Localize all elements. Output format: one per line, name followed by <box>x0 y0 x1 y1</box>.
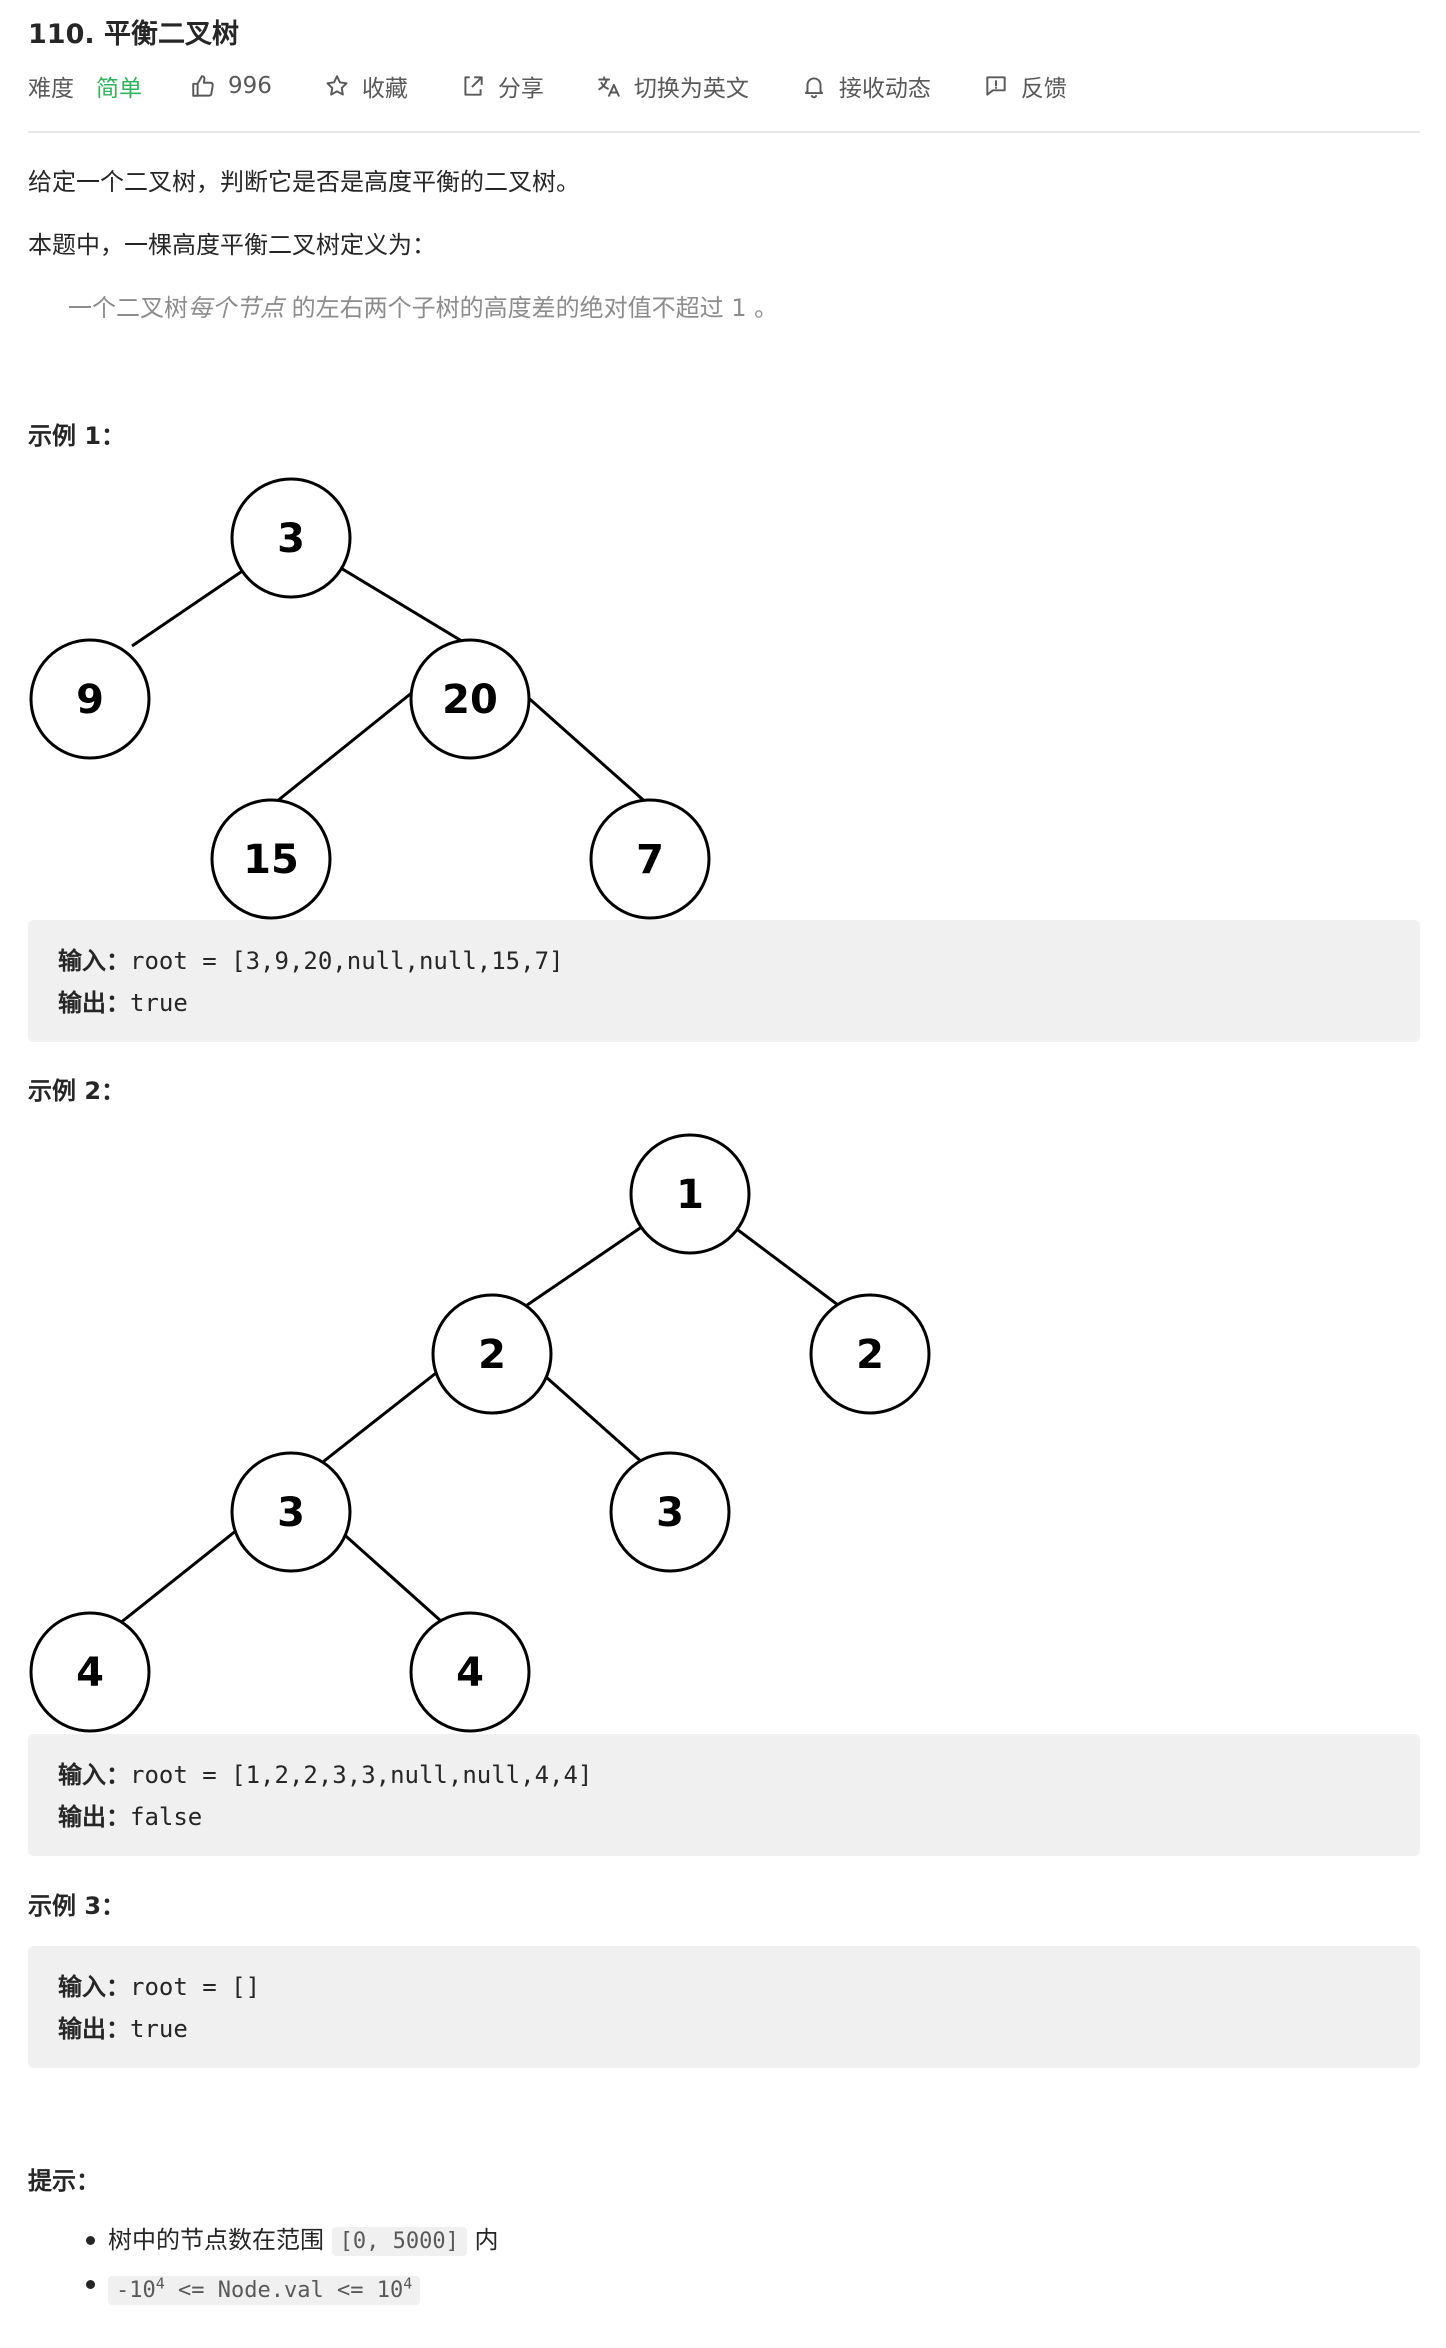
input-label: 输入： <box>58 947 130 975</box>
star-icon <box>324 73 350 99</box>
example-3-input-line: 输入：root = [] <box>58 1966 1420 2008</box>
example-3-output-line: 输出：true <box>58 2008 1420 2050</box>
hint-code-exponent: 4 <box>403 2275 413 2293</box>
like-button[interactable]: 996 <box>190 73 272 99</box>
feedback-icon <box>983 73 1009 99</box>
example-1-io-block: 输入：root = [3,9,20,null,null,15,7] 输出：tru… <box>28 920 1420 1042</box>
notify-label: 接收动态 <box>838 76 931 102</box>
hint-item: 树中的节点数在范围 [0, 5000] 内 <box>86 2218 499 2262</box>
quote-text-end: 的左右两个子树的高度差的绝对值不超过 1 。 <box>284 294 779 322</box>
tree-node-label: 7 <box>636 837 664 883</box>
tree-node <box>431 1293 553 1415</box>
problem-title: 110. 平衡二叉树 <box>28 19 240 50</box>
tree-node-label: 2 <box>856 1332 884 1378</box>
input-value: root = [3,9,20,null,null,15,7] <box>130 947 564 975</box>
tree-node-label: 3 <box>277 516 305 562</box>
feedback-button[interactable]: 反馈 <box>983 69 1067 103</box>
header-divider <box>28 131 1420 133</box>
description-paragraph-2: 本题中，一棵高度平衡二叉树定义为： <box>28 231 436 259</box>
bell-icon <box>801 73 827 99</box>
share-icon <box>460 73 486 99</box>
example-1-output-line: 输出：true <box>58 982 1420 1024</box>
share-label: 分享 <box>497 76 544 102</box>
tree-node <box>629 1133 751 1255</box>
tree-node <box>409 1611 531 1733</box>
example-3-title: 示例 3： <box>28 1892 126 1920</box>
bullet-icon <box>86 2236 95 2245</box>
tree-node <box>210 798 332 920</box>
hint-inline-code: -104 <= Node.val <= 104 <box>108 2275 421 2306</box>
problem-meta-bar: 难度 简单 996 收藏 <box>28 66 1067 106</box>
example-2-title: 示例 2： <box>28 1077 126 1105</box>
output-label: 输出： <box>58 2015 130 2043</box>
hints-title: 提示： <box>28 2167 100 2195</box>
favorite-label: 收藏 <box>361 76 408 102</box>
tree-node <box>809 1293 931 1415</box>
like-count: 996 <box>228 73 272 99</box>
tree-node-label: 15 <box>243 837 299 883</box>
example-2-io-block: 输入：root = [1,2,2,3,3,null,null,4,4] 输出：f… <box>28 1734 1420 1856</box>
tree-node <box>230 1451 352 1573</box>
output-label: 输出： <box>58 989 130 1017</box>
example-2-output-line: 输出：false <box>58 1796 1420 1838</box>
hint-code-part: -10 <box>116 2278 156 2304</box>
definition-quote: 一个二叉树每个节点 的左右两个子树的高度差的绝对值不超过 1 。 <box>68 288 778 323</box>
tree-node <box>609 1451 731 1573</box>
tree-node-label: 3 <box>656 1490 684 1536</box>
hint-code-exponent: 4 <box>155 2275 165 2293</box>
tree-node-label: 4 <box>456 1650 484 1696</box>
output-value: true <box>130 989 188 1017</box>
hint-text: 内 <box>466 2226 499 2254</box>
example-3-io-block: 输入：root = [] 输出：true <box>28 1946 1420 2068</box>
tree-node <box>230 477 352 599</box>
example-1-title: 示例 1： <box>28 422 126 450</box>
tree-node <box>589 798 711 920</box>
switch-language-label: 切换为英文 <box>633 76 749 102</box>
switch-language-button[interactable]: 切换为英文 <box>596 69 749 103</box>
quote-text-start: 一个二叉树 <box>68 294 188 322</box>
example-1-tree-diagram: 3 9 20 15 7 <box>28 470 718 920</box>
tree-node-label: 9 <box>76 677 104 723</box>
example-2-input-line: 输入：root = [1,2,2,3,3,null,null,4,4] <box>58 1754 1420 1796</box>
favorite-button[interactable]: 收藏 <box>324 69 408 103</box>
feedback-label: 反馈 <box>1020 76 1067 102</box>
hint-item: -104 <= Node.val <= 104 <box>86 2262 499 2306</box>
share-button[interactable]: 分享 <box>460 69 544 103</box>
description-paragraph-1: 给定一个二叉树，判断它是否是高度平衡的二叉树。 <box>28 168 580 196</box>
hint-text: 树中的节点数在范围 <box>108 2226 332 2254</box>
tree-node <box>29 1611 151 1733</box>
tree-node-label: 3 <box>277 1490 305 1536</box>
input-value: root = [1,2,2,3,3,null,null,4,4] <box>130 1761 593 1789</box>
tree-node-label: 20 <box>442 677 498 723</box>
translate-icon <box>596 73 622 99</box>
input-label: 输入： <box>58 1973 130 2001</box>
hint-inline-code: [0, 5000] <box>331 2227 467 2256</box>
bullet-icon <box>86 2280 95 2289</box>
tree-node-label: 2 <box>478 1332 506 1378</box>
tree-node <box>409 638 531 760</box>
difficulty-badge: 简单 <box>96 76 142 102</box>
hints-list: 树中的节点数在范围 [0, 5000] 内 -104 <= Node.val <… <box>86 2218 499 2306</box>
input-label: 输入： <box>58 1761 130 1789</box>
output-value: false <box>130 1803 203 1831</box>
tree-node-label: 4 <box>76 1650 104 1696</box>
example-2-tree-diagram: 1 2 2 3 3 4 4 <box>28 1130 968 1733</box>
output-label: 输出： <box>58 1803 130 1831</box>
thumbs-up-icon <box>190 73 216 99</box>
hint-code-part: <= Node.val <= 10 <box>164 2278 404 2304</box>
tree-node-label: 1 <box>676 1172 704 1218</box>
difficulty-label: 难度 <box>28 76 74 102</box>
tree-node <box>29 638 151 760</box>
example-1-input-line: 输入：root = [3,9,20,null,null,15,7] <box>58 940 1420 982</box>
notify-button[interactable]: 接收动态 <box>801 69 931 103</box>
input-value: root = [] <box>130 1973 261 2001</box>
output-value: true <box>130 2015 188 2043</box>
quote-text-emphasis: 每个节点 <box>188 294 284 322</box>
